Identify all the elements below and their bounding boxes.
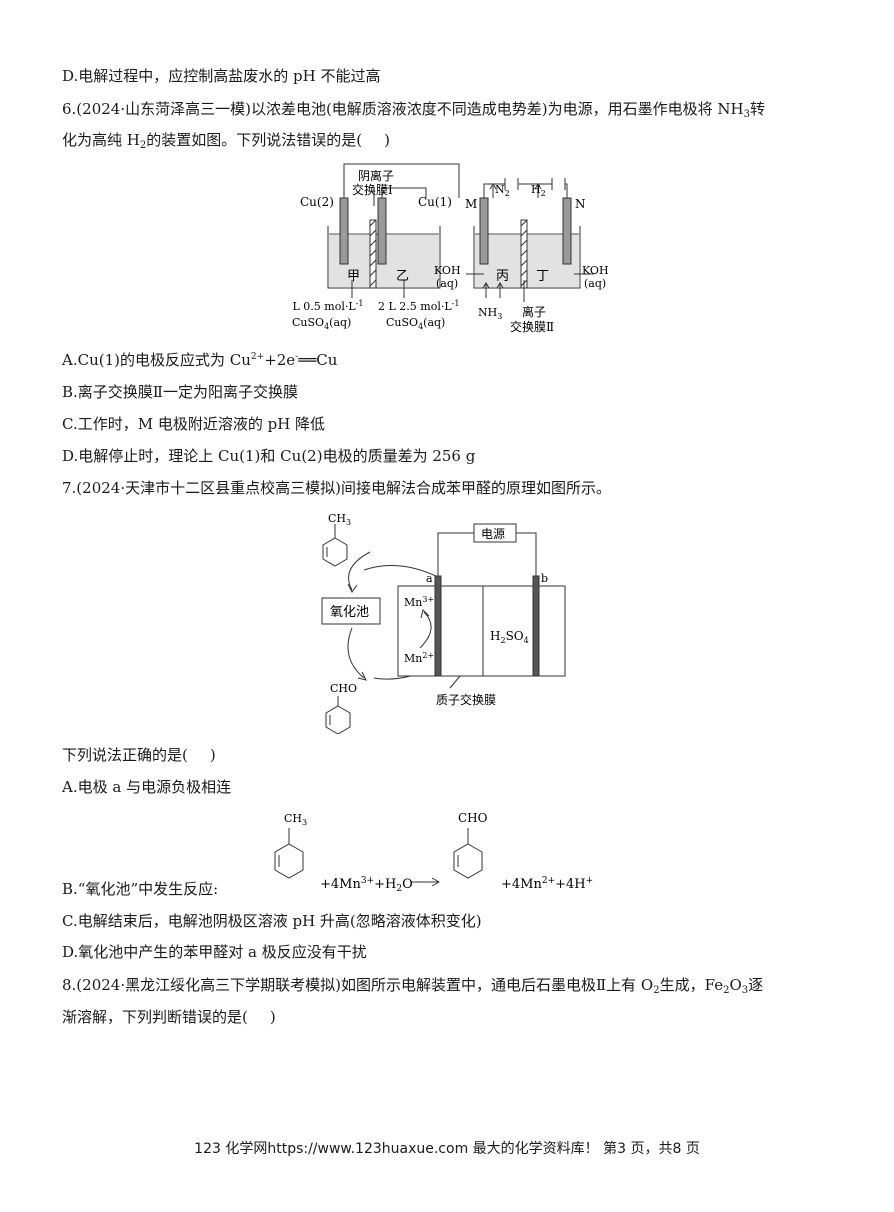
- q6-stem-line1: 6.(2024·山东菏泽高三一模)以浓差电池(电解质溶液浓度不同造成电势差)为电…: [62, 100, 766, 120]
- left-solution-2: CuSO4(aq): [292, 316, 351, 331]
- h2so4-label: H2SO4: [490, 629, 529, 645]
- left-solution-1: 2 L 0.5 mol·L-1: [290, 299, 363, 313]
- n-label: N: [575, 197, 586, 211]
- option-b-cho: CHO: [458, 811, 488, 825]
- q7-option-c: C.电解结束后，电解池阴极区溶液 pH 升高(忽略溶液体积变化): [62, 912, 482, 930]
- q7-electrolysis-diagram: CH3 氧化池 CHO 电源 a b Mn3+ Mn2+ H2SO4 质子交换膜: [321, 512, 566, 734]
- mn3-label: Mn3+: [404, 595, 434, 609]
- option-b-products: +4Mn2++4H+: [501, 876, 593, 892]
- n2-label: N2: [495, 183, 510, 198]
- jia-label: 甲: [347, 269, 360, 284]
- koh-left-1: KOH: [434, 264, 461, 277]
- oxidation-pool-label: 氧化池: [330, 605, 369, 620]
- nh3-label: NH3: [478, 306, 502, 321]
- option-b-ch3: CH3: [284, 812, 307, 827]
- koh-right-2: (aq): [584, 277, 606, 290]
- membrane1-label-1: 阴离子: [358, 168, 394, 183]
- membrane2-label-2: 交换膜Ⅱ: [510, 319, 554, 334]
- q7-option-b-reaction: CH3 +4Mn3++H2O CHO +4Mn2++4H+: [274, 811, 593, 894]
- membrane1-label-2: 交换膜Ⅰ: [352, 182, 393, 197]
- ding-label: 丁: [536, 269, 549, 284]
- cu2-label: Cu(2): [300, 195, 334, 209]
- q7-option-a: A.电极 a 与电源负极相连: [62, 778, 232, 796]
- q6-option-c: C.工作时，M 电极附近溶液的 pH 降低: [62, 415, 326, 433]
- mn2-label: Mn2+: [404, 651, 434, 665]
- right-solution-2: CuSO4(aq): [386, 316, 445, 331]
- option-b-middle: +4Mn3++H2O: [320, 876, 413, 894]
- electrode-b-label: b: [541, 572, 548, 585]
- bing-label: 丙: [496, 269, 509, 284]
- q6-stem-line2: 化为高纯 H2的装置如图。下列说法错误的是(): [62, 131, 390, 151]
- q7-option-d: D.氧化池中产生的苯甲醛对 a 极反应没有干扰: [62, 943, 367, 961]
- electrode-a-label: a: [426, 572, 433, 585]
- q7-option-b-label: B.“氧化池”中发生反应:: [62, 880, 219, 898]
- q6-option-a: A.Cu(1)的电极反应式为 Cu2++2e-══Cu: [62, 351, 338, 369]
- q8-stem-line2: 渐溶解，下列判断错误的是(): [62, 1008, 276, 1026]
- q6-option-b: B.离子交换膜Ⅱ一定为阳离子交换膜: [62, 383, 298, 401]
- yi-label: 乙: [396, 269, 409, 284]
- benzaldehyde-cho: CHO: [330, 682, 357, 695]
- toluene-ch3: CH3: [328, 512, 351, 527]
- cu1-label: Cu(1): [418, 195, 452, 209]
- q8-stem-line1: 8.(2024·黑龙江绥化高三下学期联考模拟)如图所示电解装置中，通电后石墨电极…: [62, 976, 764, 996]
- membrane2-label-1: 离子: [522, 304, 546, 319]
- right-solution-1: 2 L 2.5 mol·L-1: [378, 299, 459, 313]
- power-supply-label: 电源: [481, 527, 505, 541]
- page-footer: 123 化学网https://www.123huaxue.com 最大的化学资料…: [194, 1141, 700, 1157]
- m-label: M: [465, 197, 477, 211]
- q6-electrolysis-diagram: 阴离子 交换膜Ⅰ Cu(2) Cu(1) M N N2 H2 甲 乙 丙 丁 K…: [290, 163, 609, 334]
- q7-ask: 下列说法正确的是(): [62, 746, 216, 764]
- q6-option-d: D.电解停止时，理论上 Cu(1)和 Cu(2)电极的质量差为 256 g: [62, 447, 476, 465]
- koh-right-1: KOH: [582, 264, 609, 277]
- koh-left-2: (aq): [436, 277, 458, 290]
- proton-membrane-label: 质子交换膜: [436, 692, 496, 707]
- q7-stem: 7.(2024·天津市十二区县重点校高三模拟)间接电解法合成苯甲醛的原理如图所示…: [62, 479, 611, 497]
- q5-option-d: D.电解过程中，应控制高盐废水的 pH 不能过高: [62, 67, 381, 85]
- h2-label: H2: [531, 183, 546, 198]
